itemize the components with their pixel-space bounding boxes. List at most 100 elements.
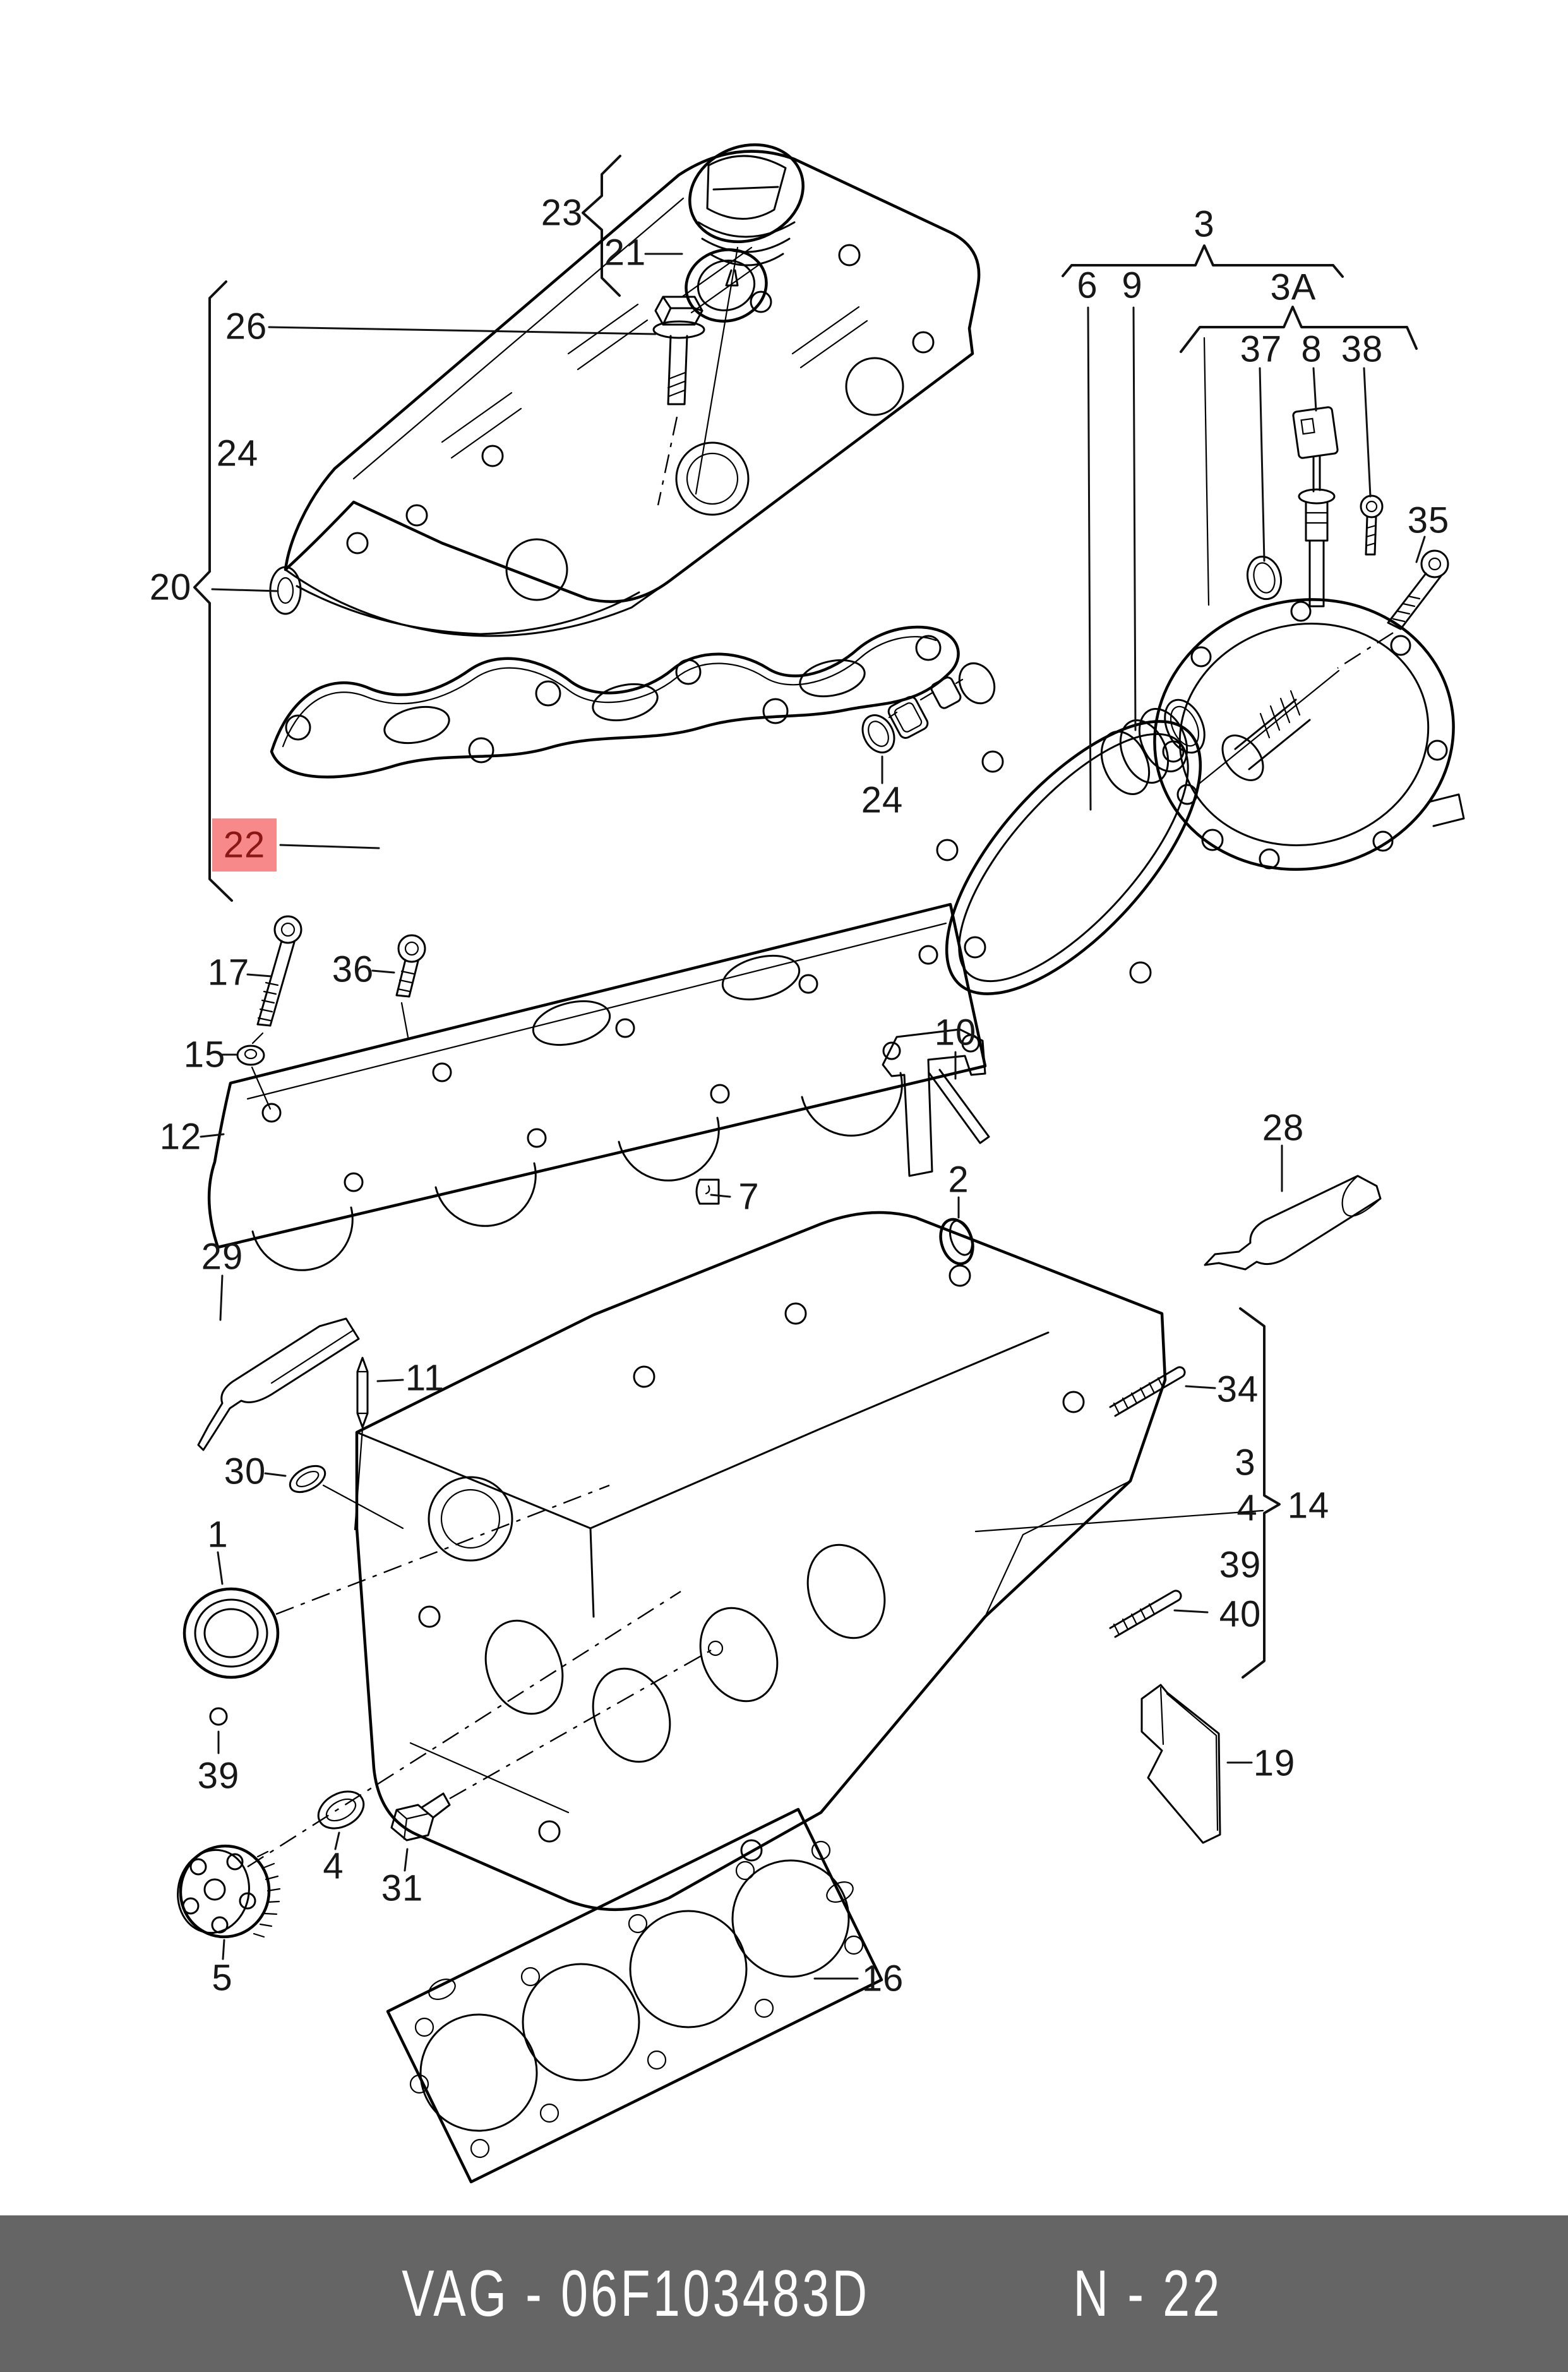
sealant-tube-28-drawing <box>1204 1175 1382 1271</box>
leader-line-40 <box>1173 1609 1209 1614</box>
cover-bolt-drawing <box>652 296 705 506</box>
callout-12[interactable]: 12 <box>159 1116 202 1158</box>
leader-line-5 <box>222 1939 225 1960</box>
bracket-group-20 <box>193 280 233 902</box>
leader-line-11 <box>376 1379 404 1382</box>
bracket-group-3 <box>1062 244 1344 278</box>
callout-21[interactable]: 21 <box>604 232 647 273</box>
footer-page-ref: N - 22 <box>1073 2256 1223 2330</box>
callout-34[interactable]: 34 <box>1216 1369 1259 1410</box>
callout-36[interactable]: 36 <box>332 949 374 990</box>
callout-4[interactable]: 4 <box>1236 1487 1258 1529</box>
leader-line-31 <box>404 1848 409 1872</box>
callout-4[interactable]: 4 <box>323 1845 344 1887</box>
bracket-19-drawing <box>1140 1684 1221 1844</box>
leader-line-7 <box>710 1194 731 1198</box>
sealant-tube-29-drawing <box>197 1317 360 1451</box>
callout-39[interactable]: 39 <box>197 1755 240 1797</box>
callout-3[interactable]: 3 <box>1235 1442 1256 1483</box>
footer-bar: VAG - 06F103483D N - 22 <box>0 2215 1568 2372</box>
callout-24[interactable]: 24 <box>861 779 904 821</box>
callout-20[interactable]: 20 <box>149 566 192 608</box>
leader-line-20 <box>211 588 279 592</box>
stud-40-drawing <box>1109 1590 1182 1638</box>
oring-37-drawing <box>1246 555 1283 601</box>
plug-7-drawing <box>695 1178 720 1205</box>
callout-24[interactable]: 24 <box>216 433 259 474</box>
leader-line-30 <box>264 1472 287 1477</box>
callout-40[interactable]: 40 <box>1219 1593 1262 1635</box>
leader-lines <box>200 253 1426 1980</box>
bolt-38-drawing <box>1360 494 1384 556</box>
leader-line-22 <box>279 844 380 849</box>
callout-28[interactable]: 28 <box>1262 1107 1305 1149</box>
callout-30[interactable]: 30 <box>224 1451 266 1492</box>
callout-3[interactable]: 3 <box>1194 203 1215 245</box>
callout-17[interactable]: 17 <box>207 952 250 993</box>
valve-cover-drawing <box>269 150 981 637</box>
callout-19[interactable]: 19 <box>1253 1742 1296 1784</box>
bracket-group-23 <box>582 155 621 297</box>
washer-15-drawing <box>236 1045 272 1110</box>
tensioner-bracket-drawing <box>882 1028 990 1177</box>
callout-16[interactable]: 16 <box>861 1958 904 1999</box>
highlight-box-part-22 <box>212 818 277 872</box>
bolt-35-drawing <box>1337 549 1449 669</box>
callout-10[interactable]: 10 <box>934 1012 977 1053</box>
callout-2[interactable]: 2 <box>948 1159 969 1201</box>
callout-1[interactable]: 1 <box>207 1514 229 1555</box>
callout-22[interactable]: 22 <box>223 824 266 866</box>
leader-line-29 <box>219 1274 224 1321</box>
footer-part-number: VAG - 06F103483D <box>402 2256 870 2330</box>
leader-line-9 <box>1132 306 1137 731</box>
callout-37[interactable]: 37 <box>1240 328 1283 370</box>
seal-2-drawing <box>939 1218 974 1266</box>
cover-gasket-6-drawing <box>936 720 1224 995</box>
valve-cover-gasket-drawing <box>270 625 960 779</box>
callout-14[interactable]: 14 <box>1287 1485 1330 1526</box>
spring-9-drawing <box>1100 698 1206 795</box>
leader-line-34 <box>1185 1385 1216 1389</box>
callout-35[interactable]: 35 <box>1407 500 1450 541</box>
solenoid-valve-drawing <box>1292 406 1339 608</box>
stud-34-drawing <box>1109 1366 1186 1417</box>
leader-line-8 <box>1312 367 1317 412</box>
bolt-36-drawing <box>395 934 426 1038</box>
bracket-group-3A <box>1180 306 1418 606</box>
chain-gasket-24-drawing <box>861 662 996 753</box>
leader-line-12 <box>200 1133 225 1138</box>
seal-30-drawing <box>289 1465 404 1530</box>
cam-carrier-drawing <box>207 902 987 1271</box>
callout-3A[interactable]: 3A <box>1270 267 1317 308</box>
bracket-group-14 <box>974 1307 1281 1679</box>
head-gasket-drawing <box>386 1807 883 2184</box>
bolt-17-drawing <box>251 915 302 1045</box>
leader-line-6 <box>1087 306 1092 811</box>
leader-line-36 <box>371 969 395 974</box>
seal-4-drawing <box>317 1790 365 1830</box>
leader-line-17 <box>246 973 273 978</box>
leader-line-35 <box>1415 536 1426 563</box>
leader-line-37 <box>1259 367 1266 562</box>
callout-26[interactable]: 26 <box>225 306 268 347</box>
callout-9[interactable]: 9 <box>1122 265 1143 306</box>
callout-23[interactable]: 23 <box>541 192 584 234</box>
callout-38[interactable]: 38 <box>1341 328 1384 370</box>
callout-5[interactable]: 5 <box>212 1957 233 1999</box>
cylinder-head-drawing <box>355 1211 1167 1912</box>
leader-line-1 <box>217 1551 224 1585</box>
callout-15[interactable]: 15 <box>183 1034 226 1075</box>
callout-39[interactable]: 39 <box>1219 1544 1262 1586</box>
callout-29[interactable]: 29 <box>201 1236 244 1278</box>
callout-6[interactable]: 6 <box>1077 265 1098 306</box>
callout-7[interactable]: 7 <box>738 1176 760 1218</box>
callout-8[interactable]: 8 <box>1301 328 1322 370</box>
plug-39-drawing <box>209 1707 228 1726</box>
callout-11[interactable]: 11 <box>405 1357 445 1399</box>
crankshaft-seal-drawing <box>183 1484 610 1679</box>
leader-line-38 <box>1363 367 1372 498</box>
callout-31[interactable]: 31 <box>381 1867 424 1909</box>
